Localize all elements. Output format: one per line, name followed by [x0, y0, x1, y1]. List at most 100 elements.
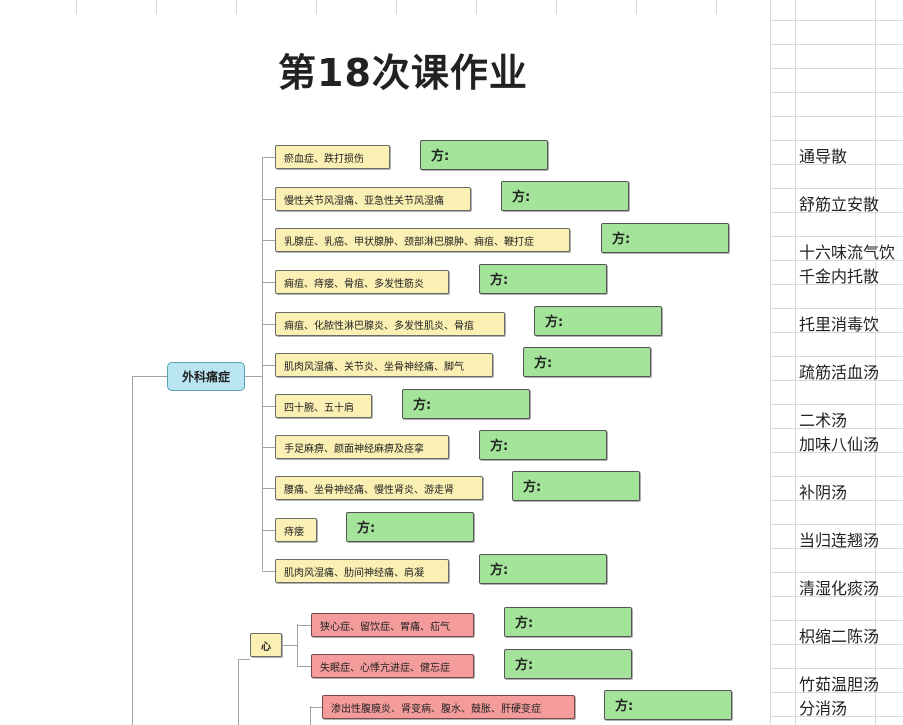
answer-box[interactable]: 方: — [601, 223, 729, 253]
sheet-cell[interactable]: 通导散 — [799, 147, 848, 166]
sheet-row-line — [770, 500, 903, 501]
topic-node[interactable]: 痈疽、化脓性淋巴腺炎、多发性肌炎、骨疽 — [275, 312, 505, 336]
topic-node[interactable]: 痈疽、痔瘘、骨疽、多发性筋炎 — [275, 270, 449, 294]
branch-connector — [262, 282, 275, 283]
sheet-row-line — [770, 668, 903, 669]
topic-node[interactable]: 肌肉风湿痛、关节炎、坐骨神经痛、脚气 — [275, 353, 493, 377]
sheet-cell[interactable]: 疏筋活血汤 — [799, 363, 880, 382]
ruler-tick — [636, 0, 637, 14]
sheet-row-line — [770, 116, 903, 117]
sheet-cell[interactable]: 清湿化痰汤 — [799, 579, 880, 598]
sheet-column-line — [770, 0, 771, 725]
answer-box[interactable]: 方: — [604, 690, 732, 720]
answer-box[interactable]: 方: — [504, 607, 632, 637]
sheet-row-line — [770, 644, 903, 645]
sheet-cell[interactable]: 千金内托散 — [799, 267, 880, 286]
topic-node[interactable]: 瘀血症、跌打损伤 — [275, 145, 390, 169]
group1-spine — [262, 157, 263, 570]
sheet-row-line — [770, 188, 903, 189]
page-title: 第18次课作业 — [278, 51, 528, 95]
sheet-cell[interactable]: 十六味流气饮 — [799, 243, 896, 262]
branch-connector — [262, 324, 275, 325]
ruler-tick — [316, 0, 317, 14]
answer-box[interactable]: 方: — [504, 649, 632, 679]
answer-box[interactable]: 方: — [479, 554, 607, 584]
sheet-row-line — [770, 548, 903, 549]
sheet-row-line — [770, 716, 903, 717]
branch-connector — [297, 666, 311, 667]
answer-box[interactable]: 方: — [479, 264, 607, 294]
sheet-cell[interactable]: 当归连翘汤 — [799, 531, 880, 550]
branch-connector — [297, 625, 311, 626]
sheet-cell[interactable]: 二术汤 — [799, 411, 848, 430]
answer-box[interactable]: 方: — [512, 471, 640, 501]
sheet-cell[interactable]: 托里消毒饮 — [799, 315, 880, 334]
branch-connector — [262, 240, 275, 241]
sheet-column-line — [875, 0, 876, 725]
sheet-row-line — [770, 692, 903, 693]
ruler-tick — [76, 0, 77, 14]
heart-node[interactable]: 心 — [250, 633, 282, 657]
topic-node[interactable]: 手足麻痹、颜面神经麻痹及痉挛 — [275, 435, 449, 459]
branch-connector — [262, 406, 275, 407]
sheet-row-line — [770, 620, 903, 621]
topic-node[interactable]: 痔瘘 — [275, 518, 317, 542]
sheet-row-line — [770, 428, 903, 429]
sheet-row-line — [770, 356, 903, 357]
sheet-cell[interactable]: 枳缩二陈汤 — [799, 627, 880, 646]
top-ruler — [0, 0, 770, 14]
spreadsheet-panel: 通导散 舒筋立安散 十六味流气饮 千金内托散 托里消毒饮 疏筋活血汤 二术汤 加… — [770, 0, 903, 725]
topic-node[interactable]: 慢性关节风湿痛、亚急性关节风湿痛 — [275, 187, 471, 211]
sheet-row-line — [770, 404, 903, 405]
branch-connector — [262, 365, 275, 366]
sheet-row-line — [770, 260, 903, 261]
heart-connector-h — [238, 659, 250, 660]
ruler-tick — [236, 0, 237, 14]
topic-node[interactable]: 狭心症、留饮症、胃痛、疝气 — [311, 613, 474, 637]
group3-spine — [310, 706, 311, 725]
branch-connector — [262, 571, 275, 572]
sheet-cell[interactable]: 补阴汤 — [799, 483, 848, 502]
answer-box[interactable]: 方: — [402, 389, 530, 419]
answer-box[interactable]: 方: — [346, 512, 474, 542]
ruler-tick — [476, 0, 477, 14]
sheet-column-line — [795, 0, 796, 725]
branch-connector — [262, 488, 275, 489]
sheet-cell[interactable]: 分消汤 — [799, 699, 848, 718]
answer-box[interactable]: 方: — [534, 306, 662, 336]
sheet-cell[interactable]: 竹茹温胆汤 — [799, 675, 880, 694]
center-to-branch-connector — [245, 376, 263, 377]
sheet-row-line — [770, 20, 903, 21]
branch-connector — [262, 199, 275, 200]
topic-node[interactable]: 肌肉风湿痛、肋间神经痛、肩凝 — [275, 559, 449, 583]
ruler-tick — [156, 0, 157, 14]
sheet-row-line — [770, 380, 903, 381]
sheet-row-line — [770, 236, 903, 237]
topic-node[interactable]: 四十腕、五十肩 — [275, 394, 372, 418]
branch-connector — [262, 447, 275, 448]
sheet-row-line — [770, 212, 903, 213]
sheet-row-line — [770, 44, 903, 45]
answer-box[interactable]: 方: — [479, 430, 607, 460]
sheet-row-line — [770, 476, 903, 477]
sheet-row-line — [770, 164, 903, 165]
heart-connector — [238, 659, 239, 725]
sheet-row-line — [770, 596, 903, 597]
answer-box[interactable]: 方: — [523, 347, 651, 377]
sheet-row-line — [770, 332, 903, 333]
topic-node[interactable]: 腰痛、坐骨神经痛、慢性肾炎、游走肾 — [275, 476, 483, 500]
sheet-row-line — [770, 68, 903, 69]
answer-box[interactable]: 方: — [501, 181, 629, 211]
sheet-row-line — [770, 308, 903, 309]
sheet-cell[interactable]: 舒筋立安散 — [799, 195, 880, 214]
branch-connector — [310, 707, 322, 708]
answer-box[interactable]: 方: — [420, 140, 548, 170]
mindmap-canvas: 第18次课作业 外科痛症 瘀血症、跌打损伤 方: 慢性关节风湿痛、亚急性关节风湿… — [0, 0, 770, 725]
topic-node[interactable]: 失眠症、心悸亢进症、健忘症 — [311, 654, 474, 678]
center-node[interactable]: 外科痛症 — [167, 362, 245, 391]
topic-node[interactable]: 渗出性腹膜炎、肾变病、腹水、鼓胀、肝硬变症 — [322, 695, 575, 719]
sheet-cell[interactable]: 加味八仙汤 — [799, 435, 880, 454]
topic-node[interactable]: 乳腺症、乳癌、甲状腺肿、颈部淋巴腺肿、痈疽、鞭打症 — [275, 228, 570, 252]
branch-connector — [262, 157, 275, 158]
sheet-row-line — [770, 92, 903, 93]
